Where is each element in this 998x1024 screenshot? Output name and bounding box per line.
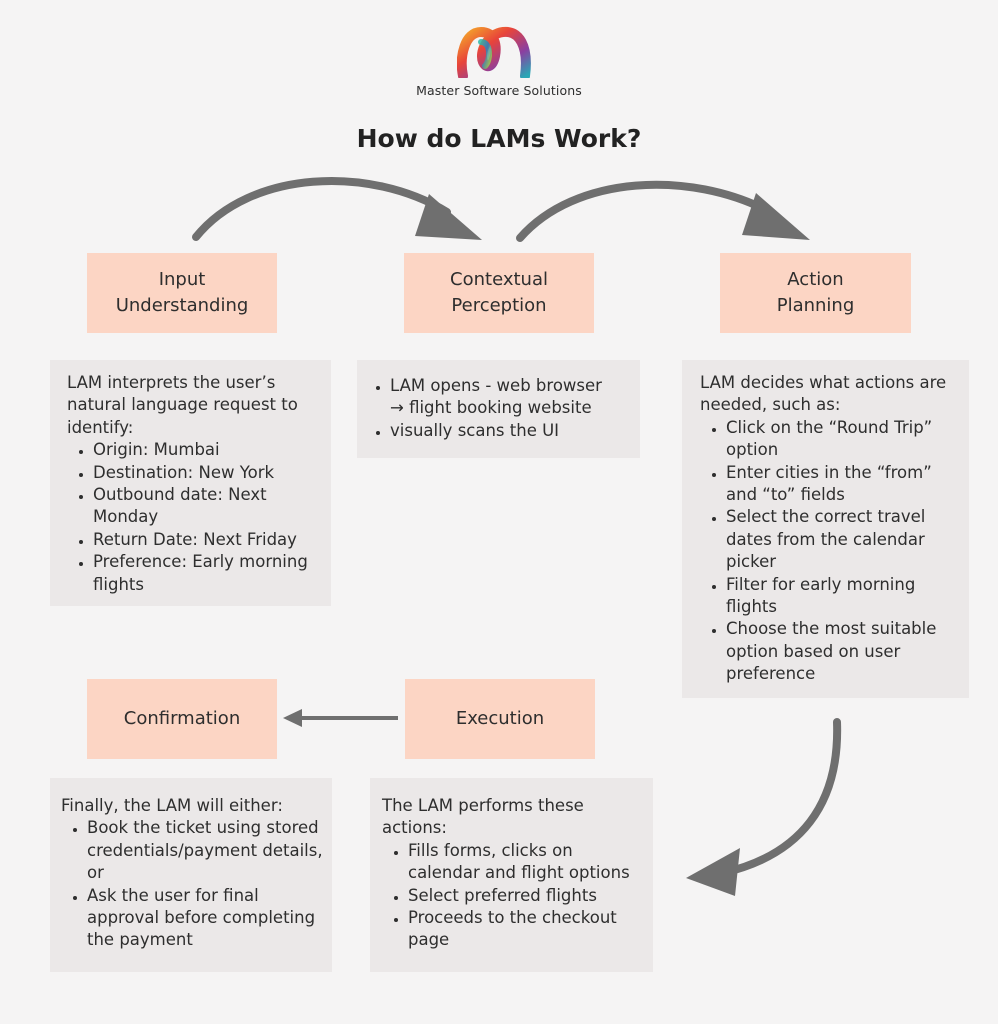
list-item: Origin: Mumbai bbox=[93, 439, 321, 461]
step-action-planning: Action Planning bbox=[720, 253, 911, 333]
list-item: Filter for early morning flights bbox=[726, 574, 959, 619]
list-item: Click on the “Round Trip” option bbox=[726, 417, 959, 462]
list-item: Book the ticket using stored credentials… bbox=[87, 817, 324, 884]
list-item: Select preferred flights bbox=[408, 885, 643, 907]
list-item: Return Date: Next Friday bbox=[93, 529, 321, 551]
list-item: Proceeds to the checkout page bbox=[408, 907, 643, 952]
card-intro: Finally, the LAM will either: bbox=[61, 796, 283, 815]
card-execution: The LAM performs these actions: Fills fo… bbox=[370, 778, 653, 972]
card-confirmation: Finally, the LAM will either: Book the t… bbox=[50, 778, 332, 972]
list-item: Destination: New York bbox=[93, 462, 321, 484]
arrow-input-to-perception bbox=[192, 177, 482, 241]
step-label: Contextual Perception bbox=[450, 269, 548, 316]
card-action-planning: LAM decides what actions are needed, suc… bbox=[682, 360, 969, 698]
list-item: Preference: Early morning flights bbox=[93, 551, 321, 596]
card-intro: LAM interprets the user’s natural langua… bbox=[67, 373, 298, 437]
card-contextual-perception: LAM opens - web browser → flight booking… bbox=[357, 360, 640, 458]
company-logo bbox=[457, 26, 531, 78]
step-label: Input Understanding bbox=[115, 269, 249, 316]
list-item: LAM opens - web browser → flight booking… bbox=[390, 375, 630, 420]
list-item: visually scans the UI bbox=[390, 420, 630, 442]
step-execution: Execution bbox=[405, 679, 595, 759]
list-item: Fills forms, clicks on calendar and flig… bbox=[408, 840, 643, 885]
brand-name: Master Software Solutions bbox=[416, 83, 582, 98]
list-item: Select the correct travel dates from the… bbox=[726, 506, 959, 573]
arrow-planning-to-execution bbox=[686, 718, 842, 896]
arrow-perception-to-planning bbox=[516, 180, 810, 242]
list-item: Outbound date: Next Monday bbox=[93, 484, 321, 529]
step-label: Action Planning bbox=[776, 269, 855, 316]
list-item: Ask the user for final approval before c… bbox=[87, 885, 324, 952]
step-confirmation: Confirmation bbox=[87, 679, 277, 759]
list-item: Choose the most suitable option based on… bbox=[726, 618, 959, 685]
card-intro: The LAM performs these actions: bbox=[382, 796, 584, 838]
list-item: Enter cities in the “from” and “to” fiel… bbox=[726, 462, 959, 507]
step-label: Confirmation bbox=[123, 708, 241, 729]
sub-item: → flight booking website bbox=[390, 398, 592, 418]
card-input-understanding: LAM interprets the user’s natural langua… bbox=[50, 360, 331, 606]
step-input-understanding: Input Understanding bbox=[87, 253, 277, 333]
arrow-execution-to-confirmation bbox=[283, 709, 398, 727]
page-title: How do LAMs Work? bbox=[356, 124, 642, 153]
card-intro: LAM decides what actions are needed, suc… bbox=[700, 373, 947, 415]
step-label: Execution bbox=[455, 708, 545, 729]
step-contextual-perception: Contextual Perception bbox=[404, 253, 594, 333]
